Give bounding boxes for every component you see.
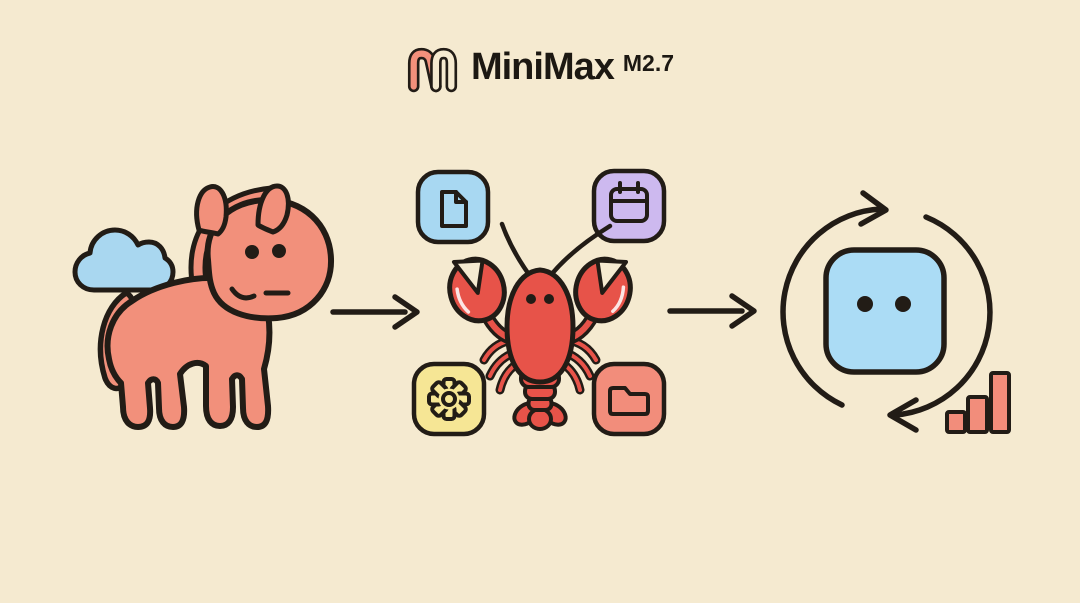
lobster-eye-right — [544, 294, 554, 304]
cloud-icon — [72, 227, 176, 293]
robot-eye-left — [857, 296, 873, 312]
robot-eye-right — [895, 296, 911, 312]
lobster-eye-left — [526, 294, 536, 304]
logo: MiniMax M2.7 — [0, 44, 1080, 96]
robot-icon — [823, 247, 947, 375]
right-arrow-2 — [667, 293, 757, 329]
folder-icon — [591, 361, 667, 437]
lobster-claw-left — [447, 256, 507, 324]
horse-ear-right — [255, 183, 291, 235]
horse-eye-left — [245, 245, 259, 259]
lobster-body — [504, 267, 576, 385]
horse-eye-right — [272, 244, 286, 258]
horse-illustration — [97, 183, 335, 430]
brand-name: MiniMax — [470, 46, 615, 88]
gear-icon — [411, 361, 487, 437]
lobster-claw-right — [573, 256, 633, 324]
horse-smile — [229, 286, 257, 301]
right-arrow-1 — [330, 294, 420, 330]
model-version: M2.7 — [622, 50, 675, 76]
calendar-icon — [591, 168, 667, 244]
document-icon — [415, 169, 491, 245]
lobster-illustration — [447, 221, 633, 431]
horse-head — [204, 196, 335, 322]
horse-body — [104, 274, 273, 430]
minimax-logo-icon — [407, 47, 458, 93]
horse-ear-left — [194, 184, 229, 237]
cycle-arrows-icon — [780, 190, 993, 433]
bar-chart-icon — [945, 371, 1011, 434]
